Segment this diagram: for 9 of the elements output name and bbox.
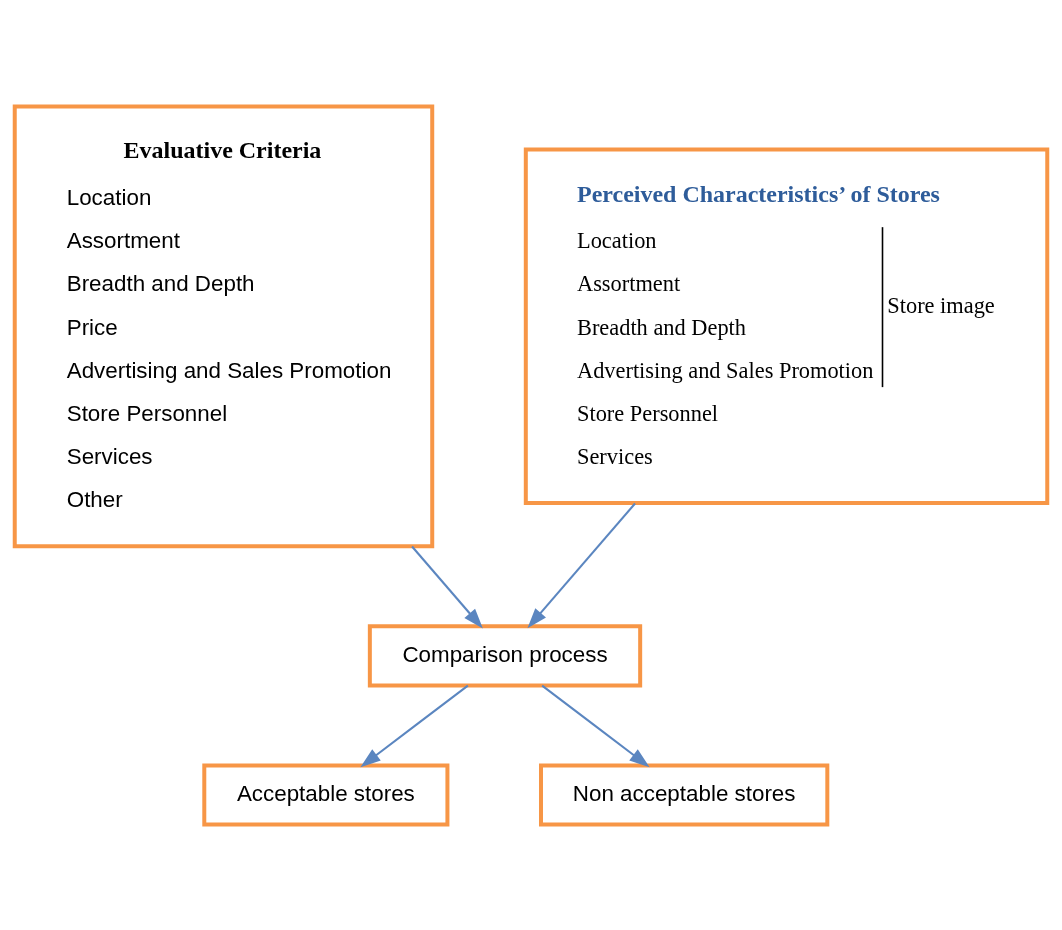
node-box: Evaluative Criteria Location Assortment Breadth and Depth Price Advertising and Sales Promotion Store Personnel Services Other [12, 103, 435, 548]
node-box: Comparison process [367, 623, 643, 687]
arrow [527, 502, 636, 628]
node-box: Perceived Characteristics’ of Stores Location Store image Assortment Breadth and Depth Advertising and Sales Promotion Store Personnel Services [523, 147, 1050, 505]
arrow [411, 545, 483, 629]
node-box: Non acceptable stores [539, 762, 830, 827]
arrow [541, 684, 650, 767]
node-box: Acceptable stores [202, 762, 450, 827]
arrow [360, 684, 469, 767]
